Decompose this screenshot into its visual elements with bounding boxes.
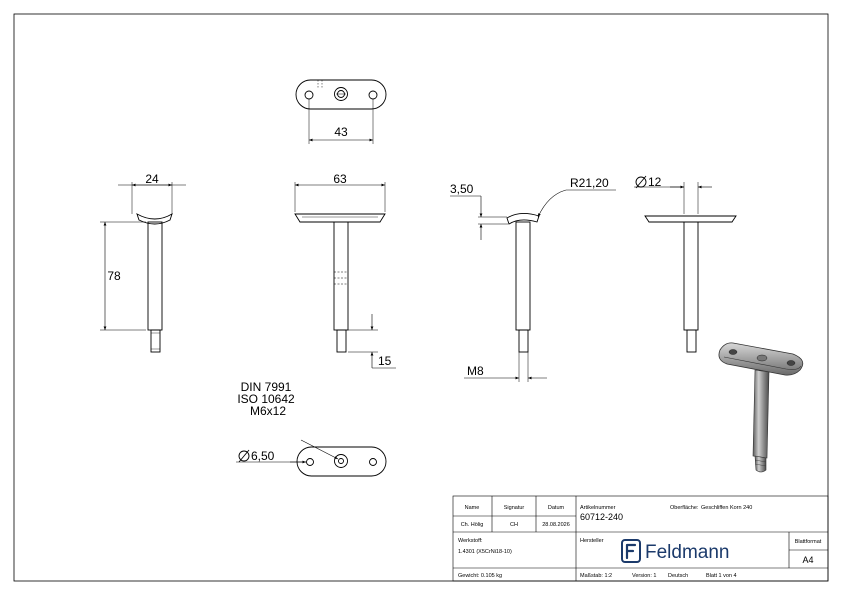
bottom-view <box>236 439 387 477</box>
side-view-middle <box>450 189 616 382</box>
tb-blatt: Blatt 1 von 4 <box>706 573 737 579</box>
dim-stem-width: 24 <box>145 172 159 186</box>
drawing-frame <box>13 13 829 582</box>
tb-gewicht: Gewicht: 0.105 kg <box>458 573 502 579</box>
company-name: Feldmann <box>645 542 730 563</box>
tb-massstab: Maßstab: 1:2 <box>580 573 612 579</box>
tb-artikelnummer-label: Artikelnummer <box>580 505 616 511</box>
side-view-right <box>634 182 737 353</box>
tb-version: Version: 1 <box>632 573 656 579</box>
feldmann-logo <box>621 539 641 563</box>
dim-height: 78 <box>107 269 121 283</box>
dim-radius: R21,20 <box>570 176 609 190</box>
tb-werkstoff-value: 1.4301 (X5CrNi18-10) <box>458 549 512 555</box>
tb-hersteller-label: Hersteller <box>580 538 604 544</box>
screw-spec-line-1: DIN 7991 <box>241 380 292 394</box>
tb-signatur-label: Signatur <box>504 505 525 511</box>
tb-oberflaeche-label: Oberfläche: <box>670 505 699 511</box>
top-view <box>295 79 387 144</box>
dim-plate-width: 63 <box>333 172 347 186</box>
tb-datum-label: Datum <box>548 505 565 511</box>
tb-signatur-value: CH <box>510 522 518 528</box>
front-view <box>294 182 396 369</box>
tb-name-value: Ch. Hölig <box>461 522 484 528</box>
iso-view <box>718 342 804 473</box>
dim-thickness: 3,50 <box>450 182 474 196</box>
screw-spec-line-2: ISO 10642 <box>237 392 295 406</box>
dim-thread: M8 <box>467 364 484 378</box>
tb-blattformat-label: Blattformat <box>795 539 822 545</box>
side-view-left <box>100 182 186 353</box>
tb-sprache: Deutsch <box>668 573 688 579</box>
title-block <box>452 495 829 582</box>
tb-artikelnummer-value: 60712-240 <box>580 512 623 522</box>
tb-name-label: Name <box>465 505 480 511</box>
dim-top-width: 43 <box>334 125 348 139</box>
hole-diameter-icon <box>238 449 250 463</box>
tb-oberflaeche-value: Geschliffen Korn 240 <box>701 505 752 511</box>
tb-datum-value: 28.08.2026 <box>542 522 570 528</box>
diameter-icon <box>635 175 647 189</box>
dim-hole-diameter: 6,50 <box>251 449 275 463</box>
dim-diameter: 12 <box>648 175 662 189</box>
tb-blattformat-value: A4 <box>802 555 813 565</box>
tb-werkstoff-label: Werkstoff: <box>458 538 483 544</box>
dim-thread-length: 15 <box>378 354 392 368</box>
screw-spec-line-3: M6x12 <box>250 404 286 418</box>
